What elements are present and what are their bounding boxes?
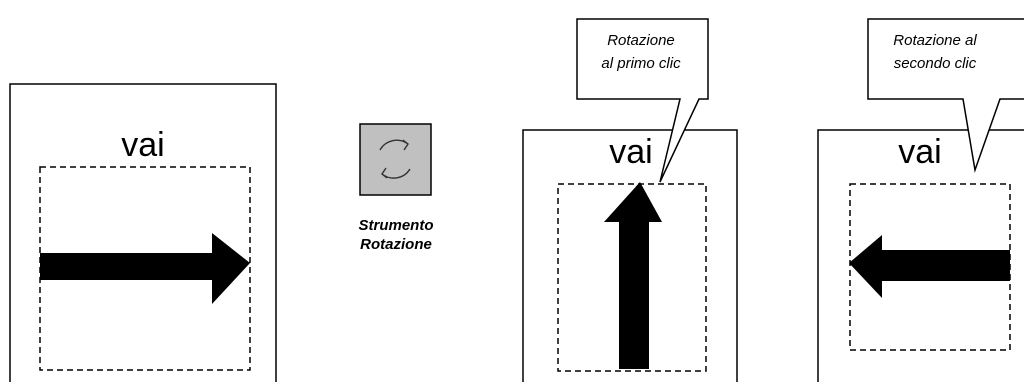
frame-rotated-first: vai: [522, 129, 738, 382]
callout-line1: Rotazione al: [893, 32, 977, 49]
arrow-left-icon: [849, 235, 1010, 298]
frame-border: [817, 129, 1024, 382]
callout-line2: secondo clic: [894, 55, 977, 72]
callout-first: Rotazione al primo clic: [576, 18, 709, 183]
frame-label: vai: [121, 126, 164, 164]
rotate-icon: [379, 139, 411, 179]
selection-box: [557, 183, 707, 372]
frame-original: vai: [9, 83, 277, 382]
tool-caption-line2: Rotazione: [360, 236, 432, 253]
rotation-tool[interactable]: Strumento Rotazione: [359, 123, 434, 253]
frame-label: vai: [609, 133, 652, 171]
arrow-right-icon: [40, 233, 250, 304]
callout-bubble: [867, 18, 1024, 173]
frame-rotated-second: vai: [817, 129, 1024, 382]
callout-second: Rotazione al secondo clic: [867, 18, 1024, 173]
frame-border: [522, 129, 738, 382]
tool-button[interactable]: [359, 123, 432, 196]
callout-bubble: [576, 18, 709, 183]
frame-label: vai: [898, 133, 941, 171]
arrow-up-icon: [604, 182, 662, 369]
tool-caption-line1: Strumento: [359, 217, 434, 234]
callout-line2: al primo clic: [601, 55, 681, 72]
callout-line1: Rotazione: [607, 32, 675, 49]
frame-border: [9, 83, 277, 382]
